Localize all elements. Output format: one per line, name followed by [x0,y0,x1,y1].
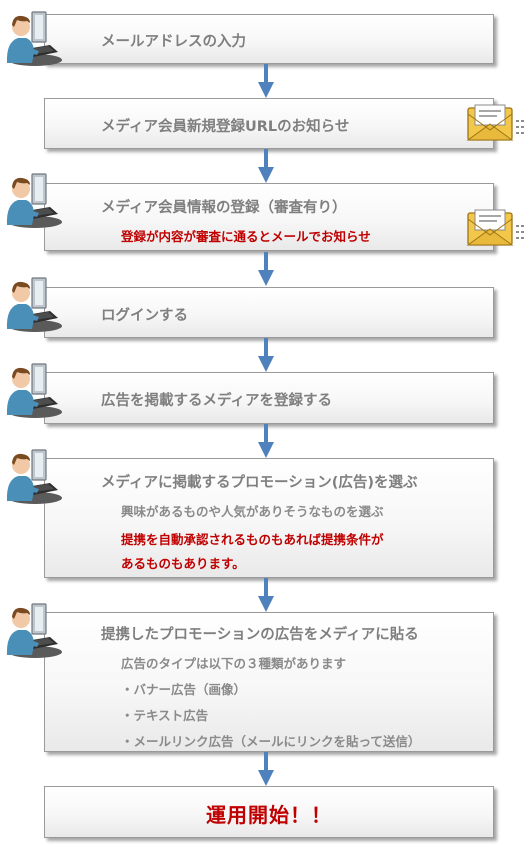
arrow-down-icon [258,338,274,372]
person-at-computer-icon [2,598,62,660]
arrow-down-icon [258,64,274,98]
person-at-computer-icon [2,6,62,68]
flow-step-1: メールアドレスの入力 [44,14,494,64]
mail-icon [466,207,528,251]
flow-step-3: メディア会員情報の登録（審査有り） 登録が内容が審査に通るとメールでお知らせ [44,183,494,251]
step-7-title: 提携したプロモーションの広告をメディアに貼る [101,627,419,643]
flow-step-4: ログインする [44,287,494,338]
step-3-title: メディア会員情報の登録（審査有り） [101,200,347,216]
step-6-note-line-1: 提携を自動承認されるものもあれば提携条件が [121,532,384,547]
arrow-down-icon [258,149,274,183]
person-at-computer-icon [2,272,62,334]
step-2-title: メディア会員新規登録URLのお知らせ [101,119,350,135]
step-3-note: 登録が内容が審査に通るとメールでお知らせ [121,229,371,244]
flow-step-6: メディアに掲載するプロモーション(広告)を選ぶ 興味があるものや人気がありそうな… [44,458,494,578]
step-7-detail-text: ・テキスト広告 [121,708,209,723]
step-7-detail-intro: 広告のタイプは以下の３種類があります [121,656,347,671]
step-7-detail-mail-link: ・メールリンク広告（メールにリンクを貼って送信） [121,734,421,749]
arrow-down-icon [258,752,274,786]
step-6-note-line-2: あるものもあります。 [121,556,245,571]
flow-final-step: 運用開始！！ [44,786,494,838]
arrow-down-icon [258,578,274,612]
arrow-down-icon [258,424,274,458]
person-at-computer-icon [2,358,62,420]
flow-step-2: メディア会員新規登録URLのお知らせ [44,98,494,149]
step-4-title: ログインする [101,308,188,324]
flow-step-5: 広告を掲載するメディアを登録する [44,372,494,424]
step-6-title: メディアに掲載するプロモーション(広告)を選ぶ [101,475,418,491]
person-at-computer-icon [2,444,62,506]
step-6-detail: 興味があるものや人気がありそうなものを選ぶ [121,504,384,519]
person-at-computer-icon [2,168,62,230]
flow-step-7: 提携したプロモーションの広告をメディアに貼る 広告のタイプは以下の３種類がありま… [44,612,494,752]
step-1-title: メールアドレスの入力 [101,34,246,50]
mail-icon [466,102,528,146]
final-label: 運用開始！！ [206,803,332,827]
arrow-down-icon [258,251,274,287]
step-5-title: 広告を掲載するメディアを登録する [101,393,332,409]
step-7-detail-banner: ・バナー広告（画像） [121,682,247,697]
